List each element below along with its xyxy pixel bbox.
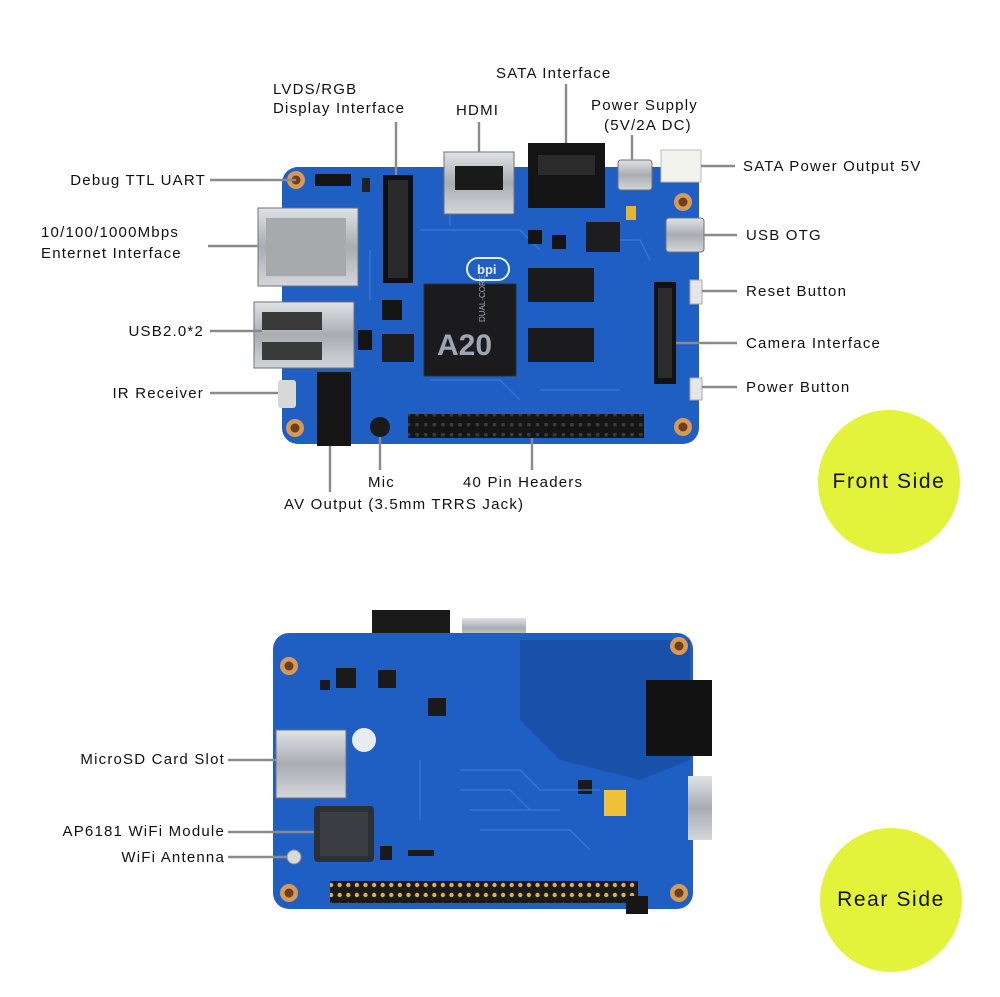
microsd-slot [275, 729, 347, 799]
label-sata: SATA Interface [496, 65, 612, 82]
pin-header-40 [408, 414, 644, 438]
mic [370, 417, 390, 437]
dc-power-jack [617, 159, 653, 191]
label-ethernet-line1: 10/100/1000Mbps [41, 224, 180, 241]
soc-line: DUAL-CORE [478, 275, 487, 322]
label-lvds-line2: Display Interface [273, 100, 406, 117]
label-power-supply-line1: Power Supply [591, 97, 698, 114]
rear-top-connector-1 [372, 610, 450, 636]
front-leader-lines [208, 84, 737, 492]
label-camera: Camera Interface [746, 335, 882, 352]
rear-traces [419, 760, 600, 851]
label-power-button: Power Button [746, 379, 851, 396]
label-power-supply-line2: (5V/2A DC) [604, 117, 692, 134]
ram-chip-2 [528, 328, 594, 362]
rear-side-connector [646, 680, 712, 756]
label-av-output: AV Output (3.5mm TRRS Jack) [284, 496, 525, 513]
rear-mount-holes [280, 637, 688, 902]
usb-otg-port [665, 217, 705, 253]
label-usb-otg: USB OTG [746, 227, 822, 244]
rear-small-components [320, 668, 592, 860]
label-pin-headers: 40 Pin Headers [463, 474, 584, 491]
debug-uart-header [315, 174, 351, 186]
label-hdmi: HDMI [456, 102, 500, 119]
label-reset: Reset Button [746, 283, 848, 300]
rear-av-jack [626, 896, 648, 914]
front-board: A20 DUAL-CORE bpi [253, 143, 705, 446]
rear-tantalum [604, 790, 626, 816]
label-sata-power: SATA Power Output 5V [743, 158, 922, 175]
label-ir: IR Receiver [112, 385, 204, 402]
pmic-chip [586, 222, 620, 252]
rear-side-badge: Rear Side [820, 828, 962, 972]
front-mount-holes [286, 171, 692, 437]
front-side-badge: Front Side [818, 410, 960, 554]
rear-board [273, 610, 712, 914]
rear-leader-lines [228, 758, 314, 859]
sata-connector [528, 143, 605, 208]
sata-power-connector [660, 149, 702, 183]
soc-label: A20 [437, 329, 492, 362]
label-usb2: USB2.0*2 [128, 323, 204, 340]
label-ethernet-line2: Enternet Interface [41, 245, 182, 262]
wifi-antenna-connector [286, 849, 302, 865]
label-microsd: MicroSD Card Slot [80, 751, 225, 768]
bpi-logo-text: bpi [477, 262, 497, 277]
label-mic: Mic [368, 474, 395, 491]
label-lvds-line1: LVDS/RGB [273, 81, 358, 98]
ram-chip-1 [528, 268, 594, 302]
power-button [689, 377, 703, 401]
rear-capacitor [352, 728, 376, 752]
rear-pin-header [330, 881, 638, 903]
label-wifi-module: AP6181 WiFi Module [62, 823, 225, 840]
reset-button [689, 279, 703, 305]
av-jack [317, 372, 351, 446]
rear-usb [688, 776, 712, 840]
label-wifi-antenna: WiFi Antenna [121, 849, 225, 866]
label-debug-uart: Debug TTL UART [70, 172, 206, 189]
front-small-components [358, 206, 636, 350]
a20-soc: A20 DUAL-CORE [423, 275, 517, 377]
ir-receiver [278, 380, 296, 408]
bpi-logo [466, 257, 510, 281]
